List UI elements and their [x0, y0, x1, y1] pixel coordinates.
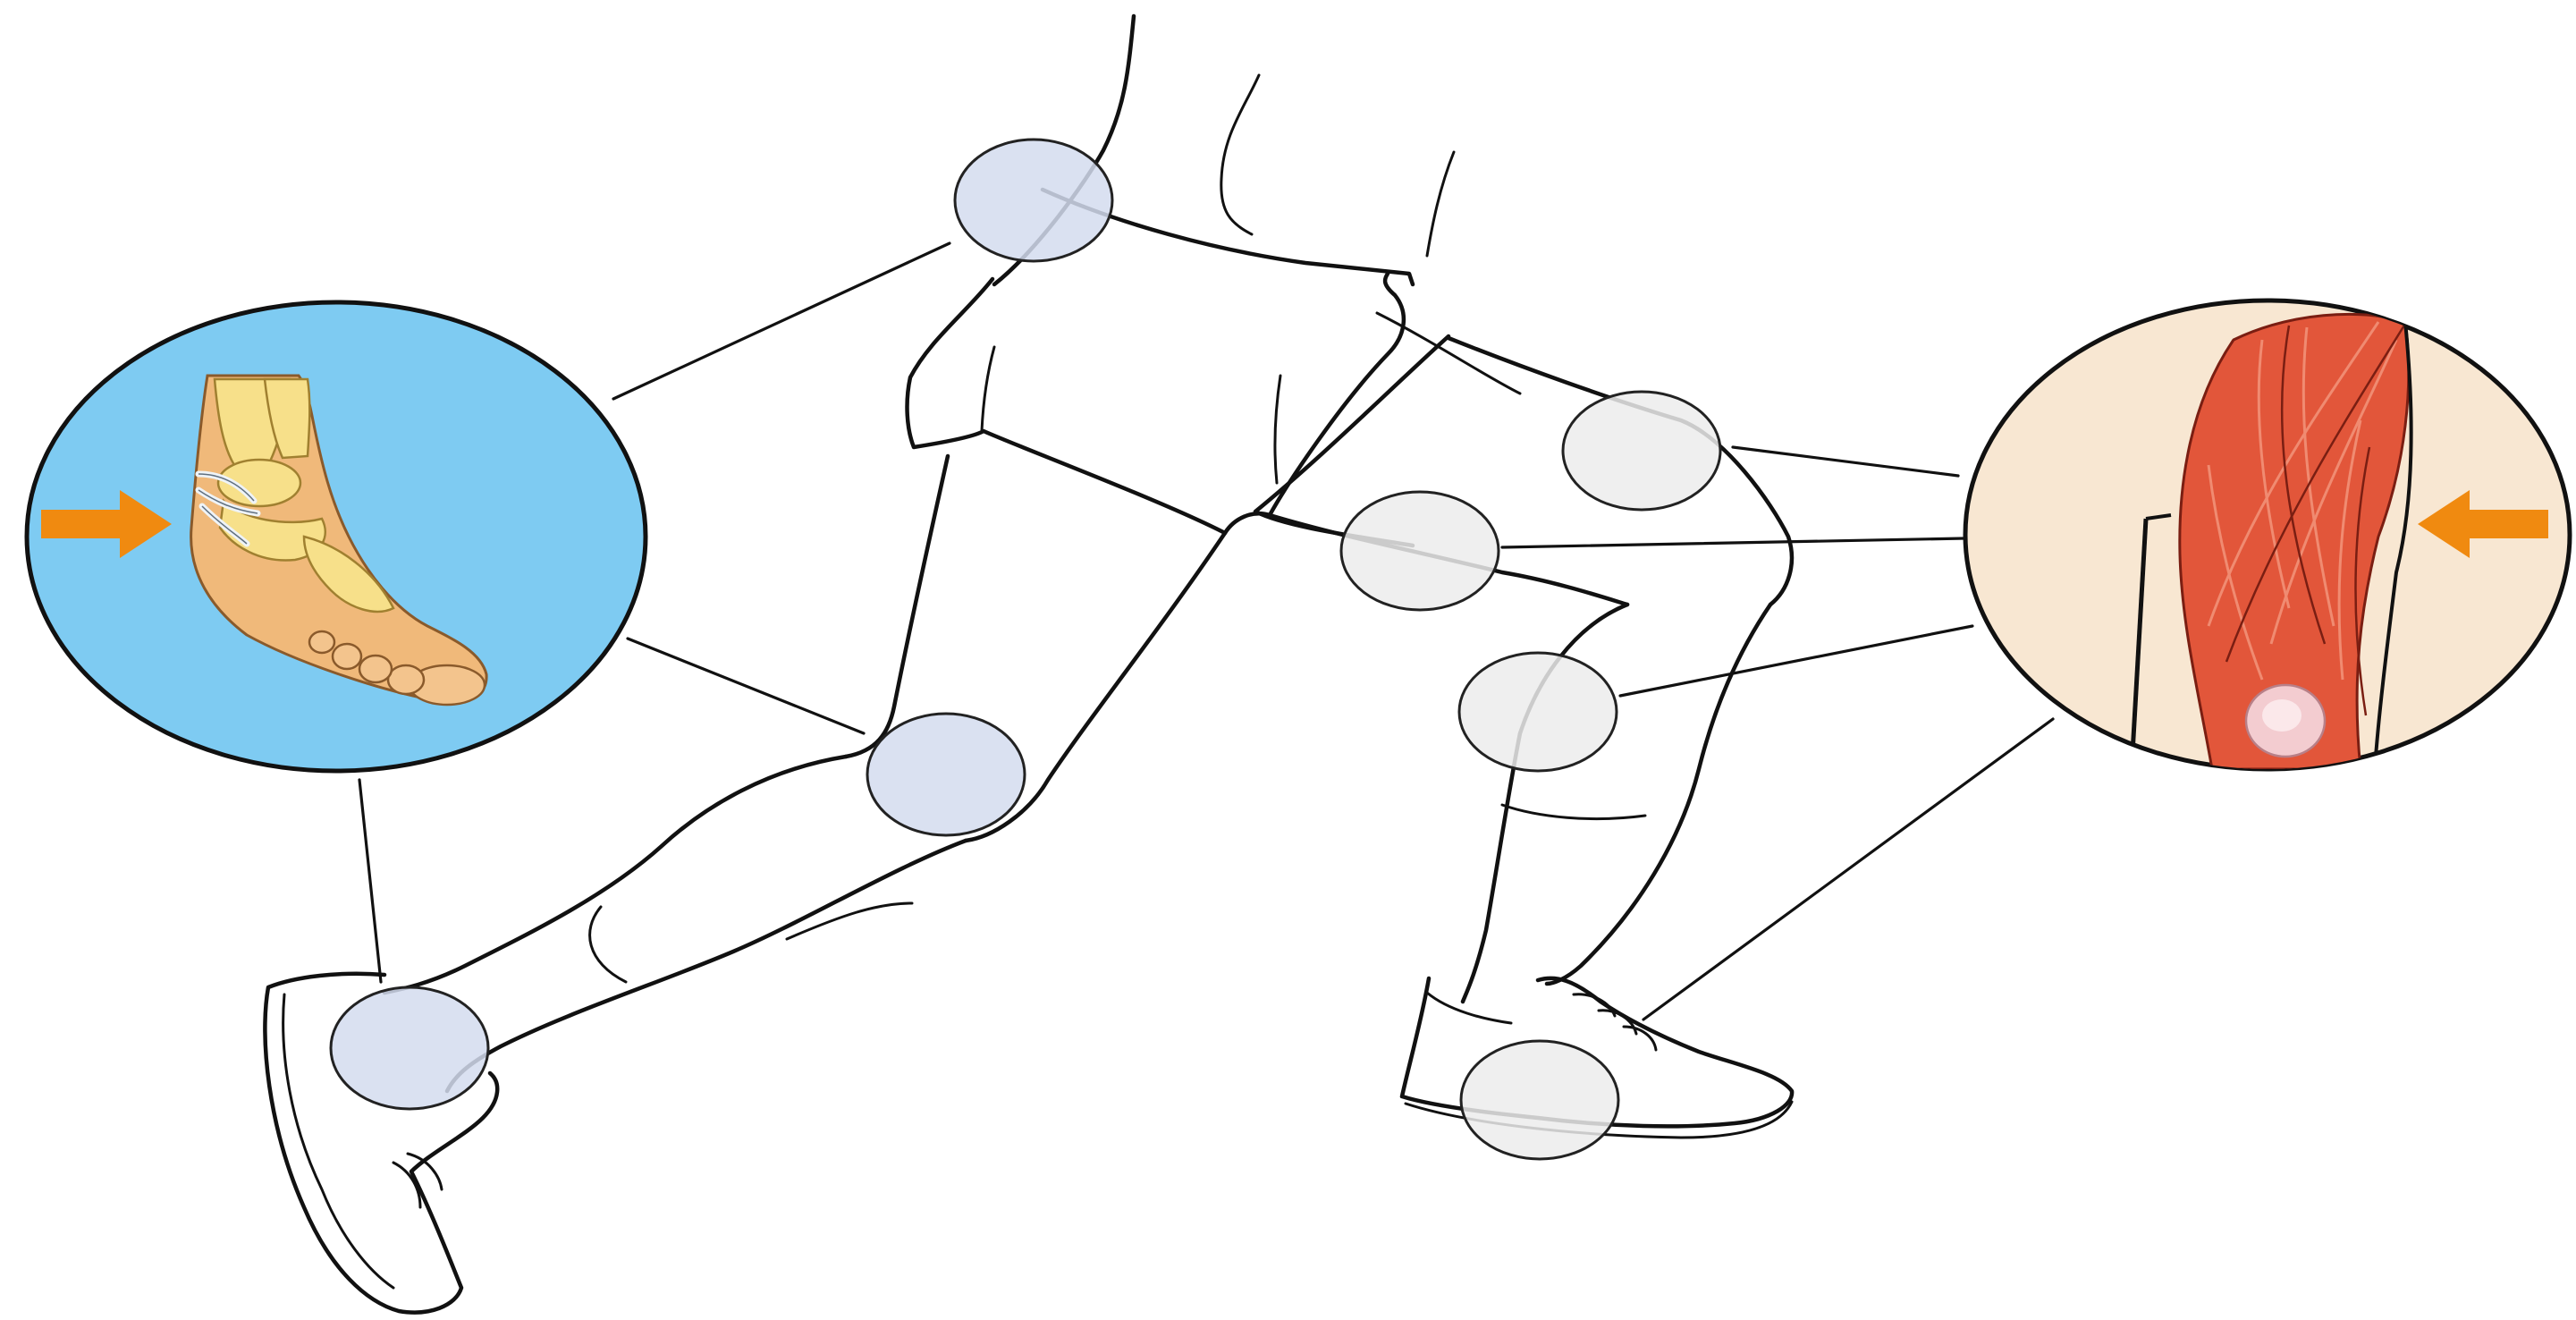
thigh-anatomy-icon [2129, 312, 2413, 769]
right-sock-top [1500, 803, 1647, 821]
marker-thigh-lower [1339, 490, 1500, 612]
muscle-striations [2207, 321, 2398, 681]
right-shin-front [1544, 602, 1773, 986]
ankle-anatomy-icon [190, 374, 488, 707]
leader-line-thigh-upper [1731, 445, 1960, 478]
leader-line-knee-right [1618, 624, 1974, 698]
shorts-fold [980, 345, 996, 433]
leader-line-hip [612, 241, 951, 401]
muscle-boundaries [2225, 323, 2407, 716]
leader-line-thigh-lower [1500, 537, 1965, 549]
marker-ankle-left [329, 986, 490, 1111]
marker-foot-right [1459, 1039, 1620, 1161]
left-calf-shadow [785, 901, 914, 941]
torso-crease [1425, 150, 1456, 258]
leader-line-knee-left [626, 637, 866, 735]
left-shoe-inner [282, 993, 395, 1290]
left-shoe-laces [392, 1152, 443, 1209]
leader-line-foot-right [1642, 717, 2055, 1021]
right-shoe-laces [1572, 993, 1658, 1052]
marker-knee-left [866, 712, 1026, 837]
toes [308, 630, 486, 707]
right-shoe-toe [1425, 991, 1513, 1025]
left-shin-top [382, 754, 849, 995]
shorts-outline [905, 271, 1406, 536]
ankle-arrow-icon [41, 490, 172, 558]
left-thigh-front [843, 453, 950, 759]
ligament-outlines [198, 473, 258, 545]
shorts-seam [1273, 374, 1282, 485]
thigh-inset [1963, 298, 2572, 772]
right-knee-back [1460, 602, 1630, 1004]
leader-lines [358, 241, 2055, 1021]
left-sock-line [588, 905, 628, 984]
leader-line-ankle-left [358, 778, 383, 984]
left-thigh-back [963, 530, 1228, 843]
left-shin-bottom [444, 838, 968, 1094]
marker-hip [953, 138, 1114, 263]
thigh-arrow-icon [2418, 490, 2548, 558]
marker-thigh-upper [1561, 390, 1722, 512]
marker-knee-right [1457, 651, 1618, 773]
joint-markers [329, 138, 1722, 1161]
left-shoe-outline [263, 971, 500, 1315]
shorts-hem-right [1375, 311, 1522, 395]
torso-front-outline [1220, 73, 1261, 236]
ankle-inset [24, 300, 648, 774]
right-shoe-outline [1399, 976, 1795, 1129]
